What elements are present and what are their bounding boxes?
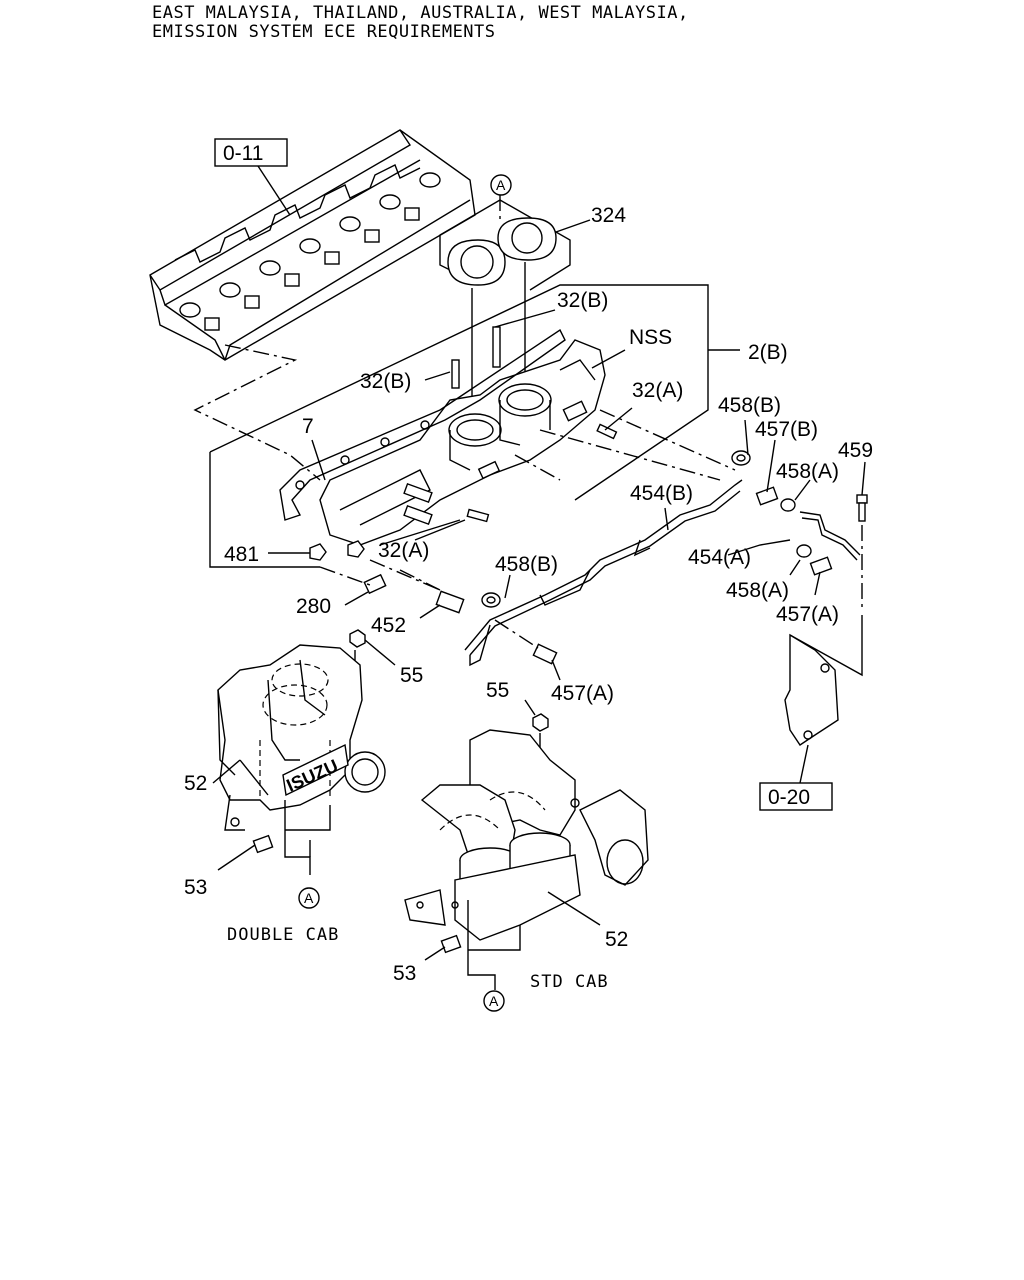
label-454a[interactable]: 454(A) — [688, 546, 751, 569]
nut-55 — [349, 629, 549, 732]
bolt-53-right — [440, 934, 462, 954]
label-324[interactable]: 324 — [591, 204, 626, 227]
cylinder-head — [149, 129, 476, 361]
label-53-right[interactable]: 53 — [393, 962, 416, 985]
header-line-1: EAST MALAYSIA, THAILAND, AUSTRALIA, WEST… — [152, 3, 689, 23]
ref-box-0-20[interactable]: 0-20 — [759, 782, 833, 811]
callout-a-top-label: A — [496, 177, 506, 193]
label-32b-top[interactable]: 32(B) — [557, 289, 608, 312]
eye-bolt-457 — [532, 486, 833, 665]
label-481[interactable]: 481 — [224, 543, 259, 566]
label-52-right[interactable]: 52 — [605, 928, 628, 951]
label-55-right[interactable]: 55 — [486, 679, 509, 702]
ref-box-0-11-label: 0-11 — [223, 142, 263, 165]
callout-a-double: A — [298, 887, 320, 909]
adapter-452 — [435, 590, 465, 614]
diagram-header: EAST MALAYSIA, THAILAND, AUSTRALIA, WEST… — [152, 4, 689, 42]
label-32a-bottom[interactable]: 32(A) — [378, 539, 429, 562]
bracket-0-20 — [784, 633, 839, 746]
label-7[interactable]: 7 — [302, 415, 314, 438]
washer-458 — [481, 450, 812, 608]
callout-a-double-label: A — [304, 890, 314, 906]
label-55-left[interactable]: 55 — [400, 664, 423, 687]
heat-shield-std-cab — [404, 729, 649, 941]
label-double-cab: DOUBLE CAB — [227, 925, 339, 945]
label-457a-right[interactable]: 457(A) — [776, 603, 839, 626]
label-std-cab: STD CAB — [530, 972, 609, 992]
label-53-left[interactable]: 53 — [184, 876, 207, 899]
label-458b-top[interactable]: 458(B) — [718, 394, 781, 417]
callout-a-std-label: A — [489, 993, 499, 1009]
gasket-7 — [279, 328, 566, 521]
stud-32b — [403, 326, 618, 526]
label-458a-bottom[interactable]: 458(A) — [726, 579, 789, 602]
label-458b-mid[interactable]: 458(B) — [495, 553, 558, 576]
label-457a-mid[interactable]: 457(A) — [551, 682, 614, 705]
callout-a-std: A — [483, 990, 505, 1012]
nut-481 — [309, 540, 365, 561]
heat-shield-double-cab: ISUZU — [217, 644, 386, 831]
bolt-459 — [856, 494, 868, 522]
label-454b[interactable]: 454(B) — [630, 482, 693, 505]
label-nss[interactable]: NSS — [629, 326, 672, 349]
header-line-2: EMISSION SYSTEM ECE REQUIREMENTS — [152, 22, 496, 42]
part-labels: 324 32(B) NSS 2(B) 32(B) 32(A) 458(B) 45… — [184, 204, 873, 985]
gasket-324 — [447, 217, 557, 286]
callout-a-top: A — [490, 174, 512, 196]
ref-box-0-20-label: 0-20 — [768, 786, 810, 809]
label-2b[interactable]: 2(B) — [748, 341, 788, 364]
ref-box-0-11[interactable]: 0-11 — [214, 138, 288, 167]
label-452[interactable]: 452 — [371, 614, 406, 637]
exhaust-manifold — [319, 339, 606, 546]
label-457b[interactable]: 457(B) — [755, 418, 818, 441]
label-280[interactable]: 280 — [296, 595, 331, 618]
label-32a-right[interactable]: 32(A) — [632, 379, 683, 402]
label-52-left[interactable]: 52 — [184, 772, 207, 795]
bolt-53-left — [252, 834, 274, 854]
label-459[interactable]: 459 — [838, 439, 873, 462]
pipe-454 — [464, 479, 861, 667]
label-32b-left[interactable]: 32(B) — [360, 370, 411, 393]
bolt-280 — [363, 573, 387, 595]
label-458a-top[interactable]: 458(A) — [776, 460, 839, 483]
